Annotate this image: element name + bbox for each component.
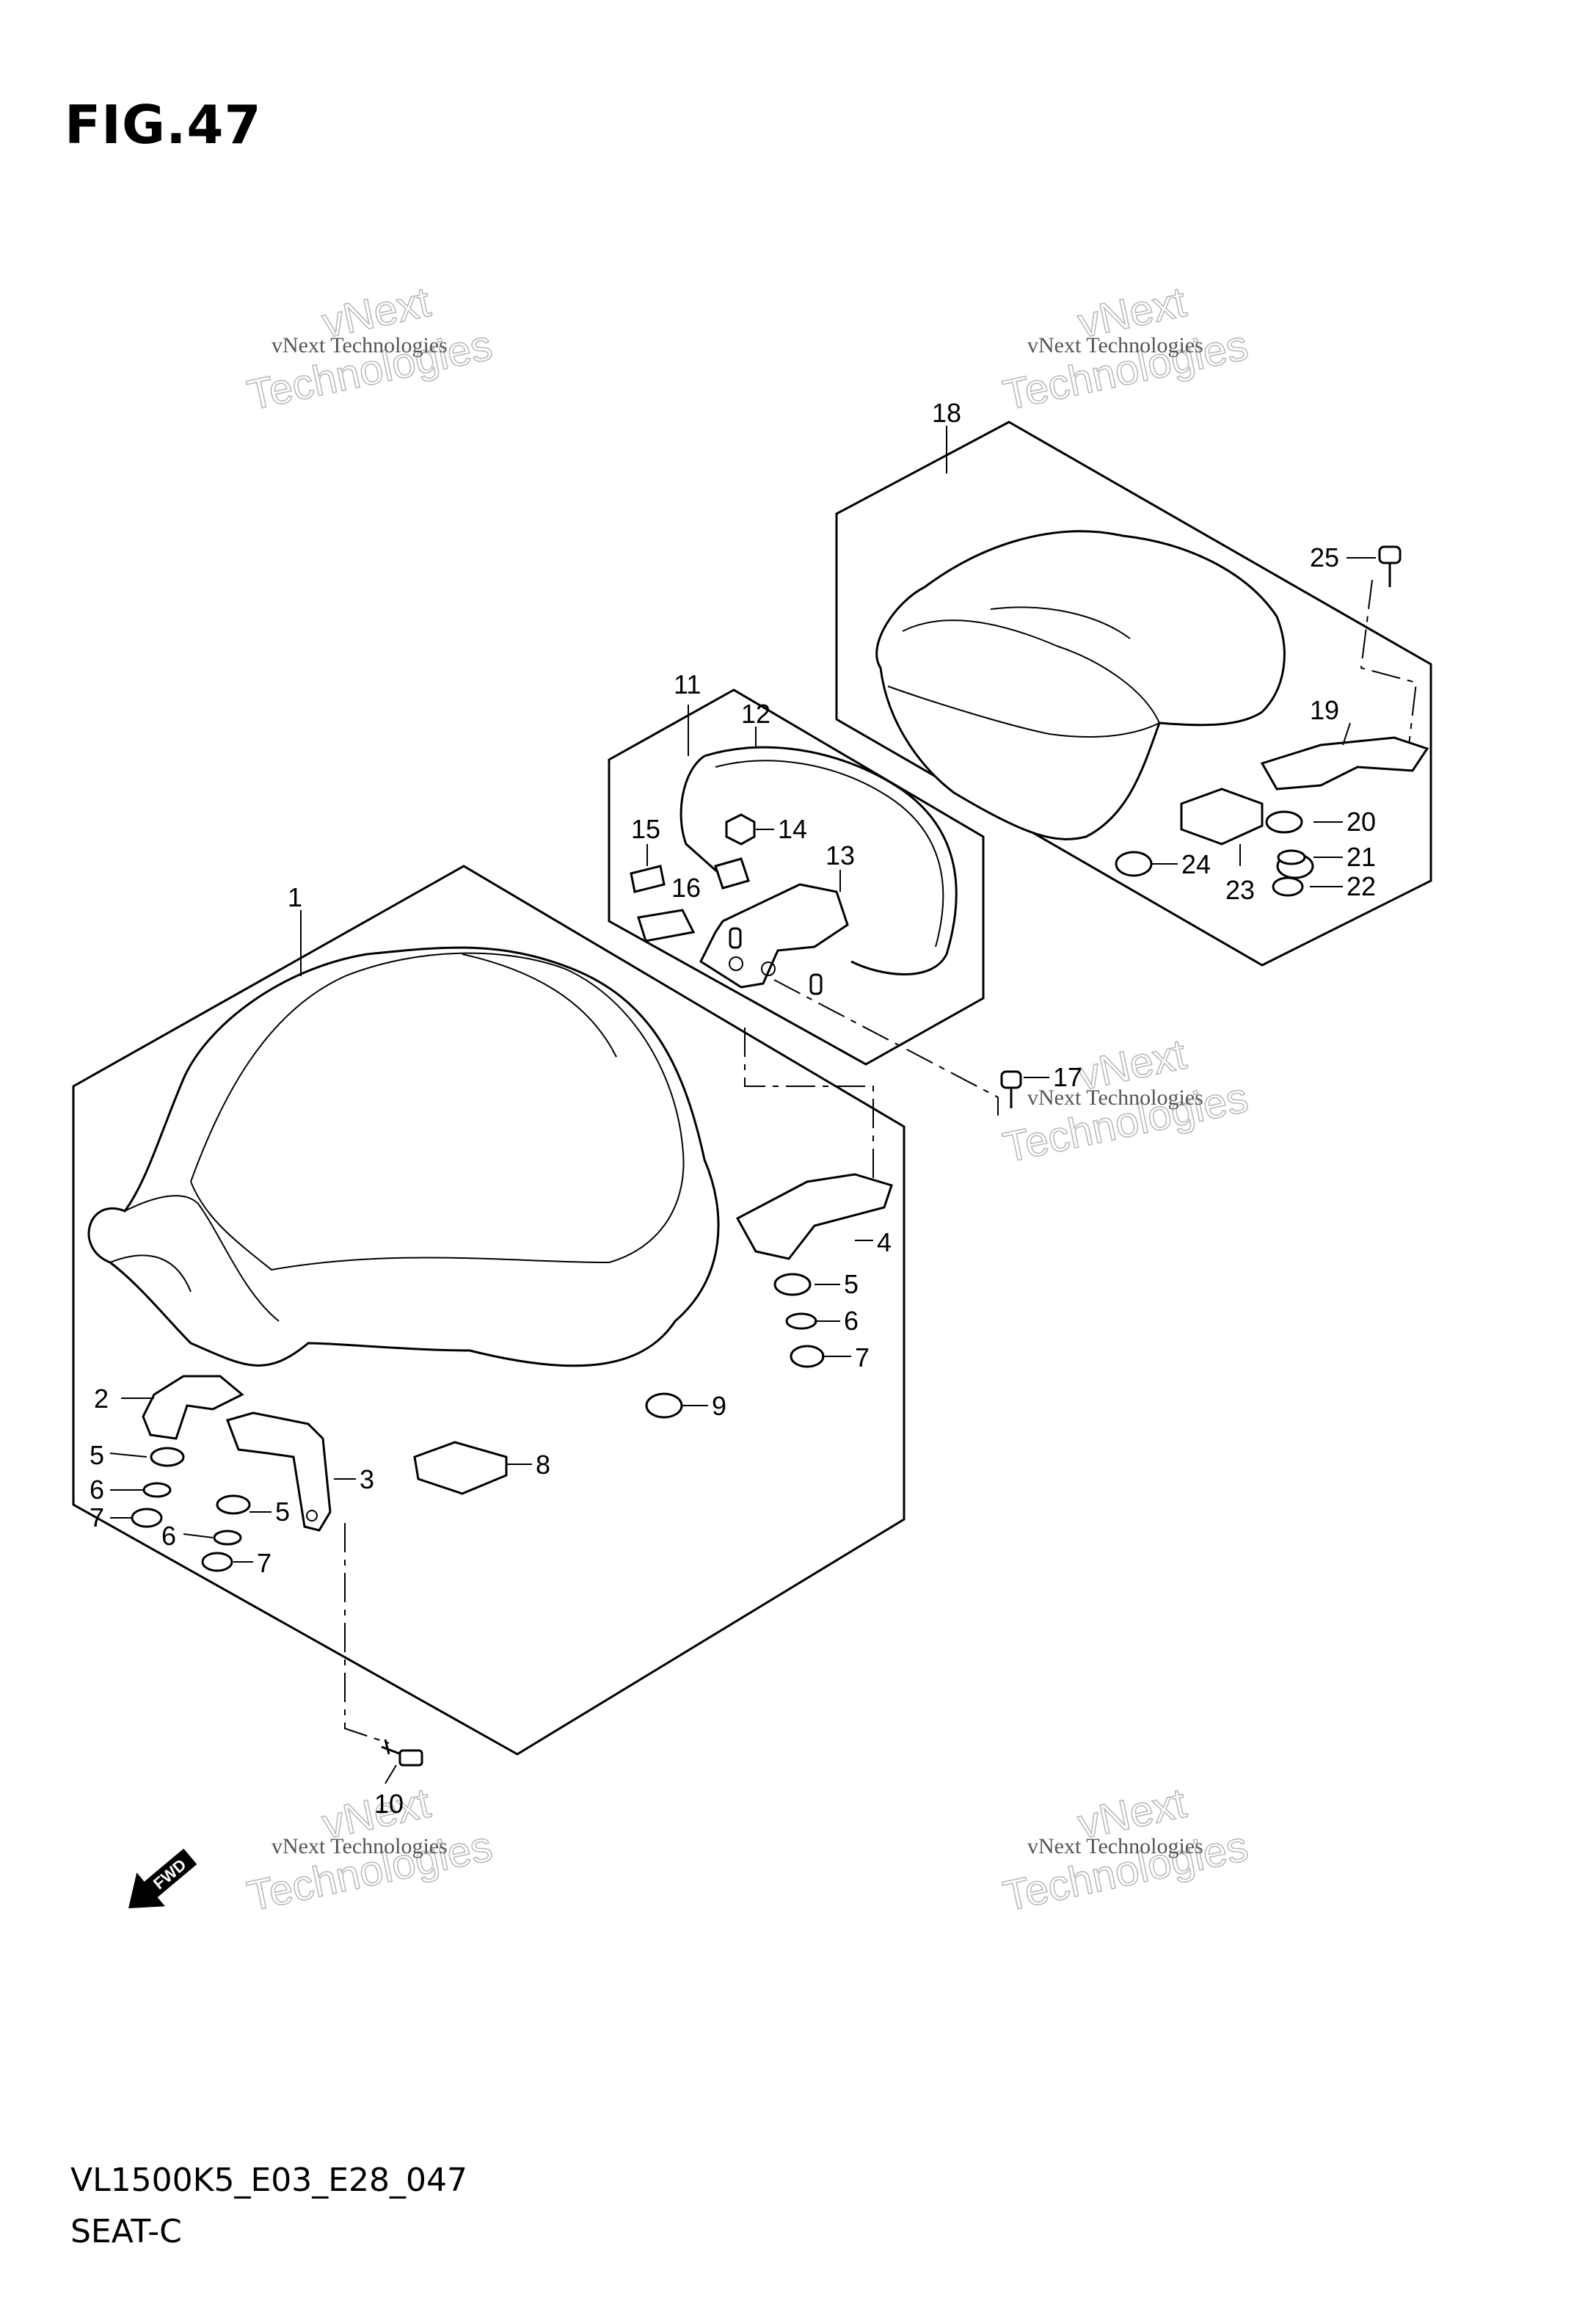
- guide-line: [1360, 579, 1418, 746]
- forward-direction-arrow: FWD: [128, 1848, 197, 1908]
- callout-labels: 1 2 3 4 5 5 5 6 6 6 7 7 7 8 9 10 11 12 1…: [90, 398, 1376, 1819]
- figure-title: FIG.47: [65, 94, 262, 156]
- part-4-bracket: [735, 1173, 893, 1260]
- callout-2: 2: [94, 1384, 109, 1414]
- watermark: Technologies vNext vNext Technologies: [999, 277, 1253, 420]
- section-name: SEAT-C: [70, 2213, 182, 2250]
- watermark: Technologies vNext vNext Technologies: [243, 1778, 497, 1921]
- callout-7: 7: [257, 1548, 272, 1578]
- callout-3: 3: [360, 1464, 374, 1494]
- watermark: Technologies vNext vNext Technologies: [999, 1778, 1253, 1921]
- front-seat-assembly-outline: [72, 865, 906, 1756]
- callout-5: 5: [844, 1269, 859, 1299]
- svg-text:vNext Technologies: vNext Technologies: [1027, 1086, 1203, 1110]
- callout-15: 15: [631, 814, 660, 844]
- callout-4: 4: [877, 1227, 892, 1257]
- callout-8: 8: [536, 1450, 550, 1480]
- part-2-bracket: [142, 1375, 244, 1440]
- callout-9: 9: [712, 1391, 726, 1421]
- part-23-connector: [1180, 788, 1264, 846]
- seat-strap-assembly-outline: [608, 688, 985, 1066]
- callout-5: 5: [275, 1497, 290, 1527]
- callout-7: 7: [855, 1342, 870, 1373]
- callout-6: 6: [161, 1521, 176, 1551]
- part-25-bolt: [1378, 545, 1402, 587]
- callout-6: 6: [90, 1475, 104, 1505]
- callout-21: 21: [1347, 842, 1376, 872]
- svg-text:vNext Technologies: vNext Technologies: [272, 333, 448, 357]
- guide-line: [773, 979, 999, 1116]
- callout-12: 12: [741, 699, 770, 729]
- callout-11: 11: [674, 669, 701, 699]
- callout-19: 19: [1310, 695, 1339, 725]
- callout-5: 5: [90, 1440, 104, 1470]
- callout-22: 22: [1347, 871, 1376, 901]
- callout-7: 7: [90, 1502, 104, 1533]
- guide-line: [744, 1028, 874, 1189]
- callout-24: 24: [1181, 849, 1211, 879]
- watermark: Technologies vNext vNext Technologies: [243, 277, 497, 420]
- leader-lines: [109, 426, 1376, 1784]
- seat-strap-assembly: [630, 746, 958, 995]
- part-10-bolt: [381, 1739, 423, 1767]
- front-seat: [87, 946, 720, 1367]
- guide-line: [344, 1523, 390, 1744]
- fastener-group: [131, 810, 1314, 1572]
- watermark: Technologies vNext vNext Technologies: [999, 1030, 1253, 1172]
- callout-6: 6: [844, 1306, 859, 1336]
- callout-10: 10: [374, 1789, 404, 1819]
- svg-text:vNext Technologies: vNext Technologies: [272, 1834, 448, 1858]
- callout-20: 20: [1347, 807, 1376, 837]
- callout-13: 13: [826, 840, 855, 870]
- part-8-connector: [413, 1441, 508, 1495]
- callout-16: 16: [671, 873, 701, 903]
- callout-23: 23: [1225, 875, 1255, 905]
- svg-text:vNext Technologies: vNext Technologies: [1027, 1834, 1203, 1858]
- callout-1: 1: [288, 882, 302, 912]
- callout-25: 25: [1310, 542, 1339, 572]
- rear-seat-assembly-outline: [835, 421, 1432, 967]
- rear-seat: [875, 530, 1286, 840]
- model-code: VL1500K5_E03_E28_047: [70, 2162, 467, 2199]
- part-19-bracket: [1260, 736, 1429, 790]
- part-17-bolt: [1000, 1070, 1022, 1108]
- svg-text:vNext Technologies: vNext Technologies: [1027, 333, 1203, 357]
- callout-14: 14: [778, 814, 807, 844]
- callout-17: 17: [1053, 1062, 1082, 1092]
- callout-18: 18: [932, 398, 961, 428]
- part-3-bracket: [226, 1411, 332, 1532]
